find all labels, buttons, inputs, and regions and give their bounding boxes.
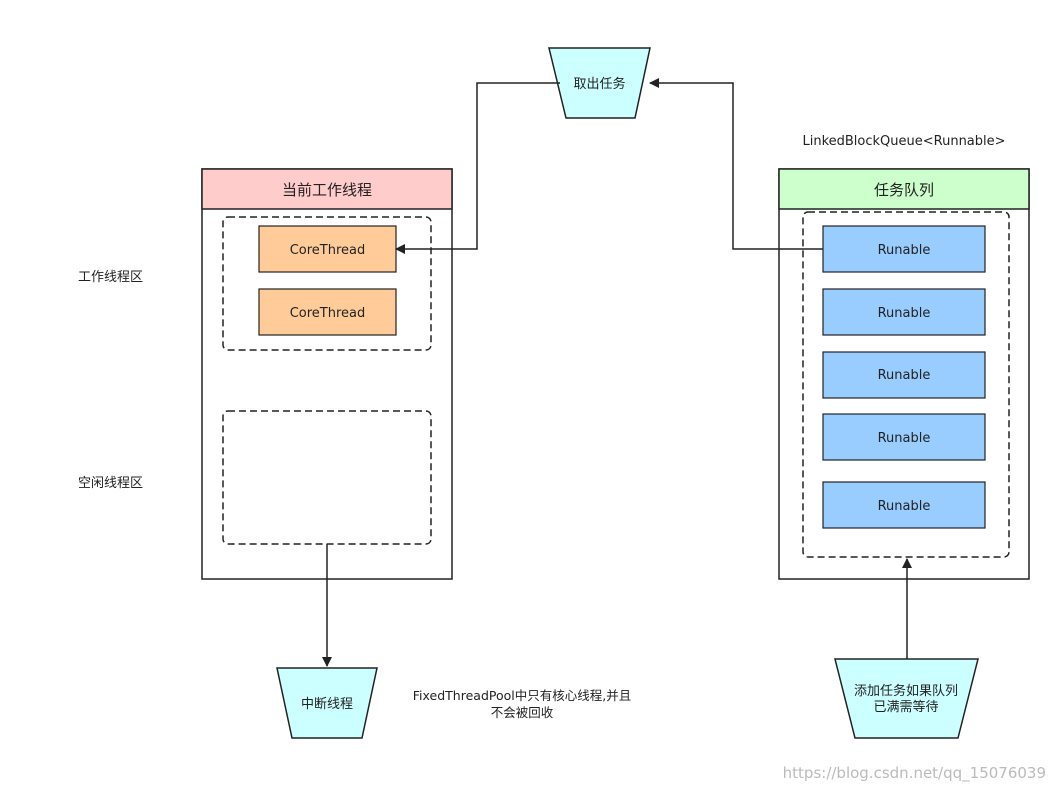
runnable-task-box (822, 225, 986, 273)
runnable-task-label: Runable (878, 499, 931, 514)
runnable-task-box (822, 351, 986, 399)
core-thread-label: CoreThread (290, 243, 366, 258)
fetch-task-trapezoid (548, 47, 651, 119)
runnable-task-box (822, 288, 986, 336)
fetch-to-thread-arrow (395, 82, 560, 254)
add-task-label-line2: 已满需等待 (873, 699, 938, 715)
task-queue-header (778, 168, 1030, 210)
runnable-task-label: Runable (878, 243, 931, 258)
add-task-trapezoid (834, 658, 979, 739)
runnable-task-label: Runable (878, 431, 931, 446)
idle-zone-label: 空闲线程区 (78, 476, 143, 491)
watermark: https://blog.csdn.net/qq_15076039 (783, 764, 1046, 783)
interrupt-thread-label: 中断线程 (301, 697, 353, 712)
working-zone-box (222, 216, 432, 351)
queue-to-fetch-arrow (649, 78, 823, 250)
core-thread-box (258, 225, 397, 273)
thread-pool-header (201, 168, 453, 210)
fetch-task-label: 取出任务 (573, 76, 625, 92)
queue-type-label: LinkedBlockQueue<Runnable> (802, 134, 1005, 149)
task-queue-title: 任务队列 (874, 181, 934, 199)
note-line1: FixedThreadPool中只有核心线程,并且 (413, 688, 631, 703)
runnable-task-box (822, 413, 986, 461)
interrupt-thread-trapezoid (276, 667, 378, 739)
add-task-label-line1: 添加任务如果队列 (854, 683, 958, 699)
working-zone-label: 工作线程区 (78, 270, 143, 285)
note-line2: 不会被回收 (491, 705, 554, 720)
runnable-task-box (822, 481, 986, 529)
core-thread-box (258, 288, 397, 336)
thread-pool-container: 当前工作线程 CoreThread CoreThread (201, 168, 453, 580)
queue-dashed-box (802, 211, 1010, 558)
thread-pool-title: 当前工作线程 (282, 181, 372, 199)
runnable-task-label: Runable (878, 368, 931, 383)
runnable-task-label: Runable (878, 306, 931, 321)
task-queue-container: 任务队列 Runable Runable Runable Runable Run… (778, 168, 1030, 580)
core-thread-label: CoreThread (290, 306, 366, 321)
